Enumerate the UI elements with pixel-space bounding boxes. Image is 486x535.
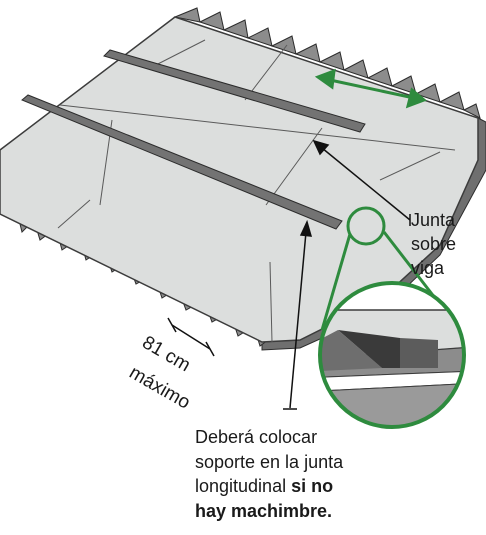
support-pointer-arrow bbox=[283, 219, 313, 410]
support-note-bold-1: si no bbox=[291, 476, 334, 496]
support-note-line-3-text: longitudinal bbox=[195, 476, 292, 496]
junta-pointer-arrow bbox=[312, 139, 411, 226]
junta-label: Junta sobre viga bbox=[411, 208, 456, 280]
support-note-label: Deberá colocar soporte en la junta longi… bbox=[195, 425, 485, 523]
double-headed-arrow-icon bbox=[314, 68, 427, 109]
spacing-dimension bbox=[167, 317, 215, 357]
longitudinal-strips bbox=[21, 49, 366, 230]
support-note-line-3: longitudinal si no bbox=[195, 474, 485, 499]
support-note-line-2: soporte en la junta bbox=[195, 451, 344, 472]
support-note-bold-2: hay machimbre. bbox=[195, 500, 333, 521]
junta-line-1: Junta bbox=[411, 210, 456, 230]
junta-line-2: sobre bbox=[411, 234, 457, 254]
support-note-line-4: hay machimbre. bbox=[195, 499, 485, 524]
junta-line-3: viga bbox=[411, 258, 445, 278]
support-note-line-1: Deberá colocar bbox=[195, 427, 318, 447]
corrugated-edge-right bbox=[173, 7, 481, 119]
